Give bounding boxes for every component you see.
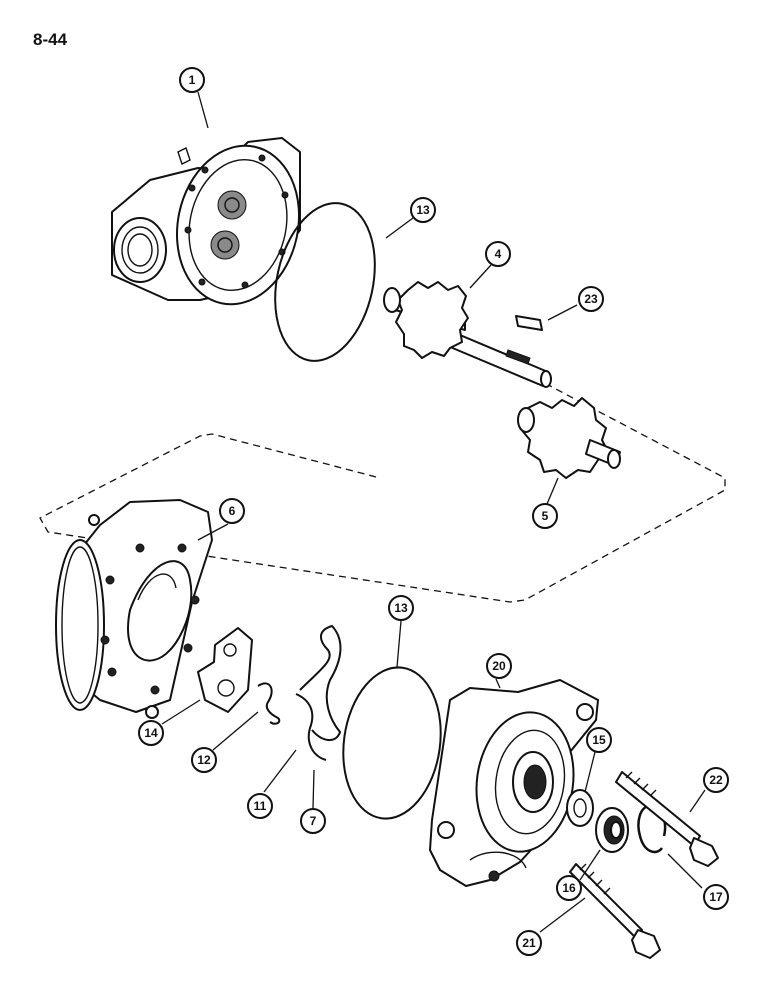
callout-14: 14 [138,720,164,746]
o-ring-part-13-lower [342,666,442,820]
svg-text:12: 12 [197,753,211,767]
svg-text:13: 13 [394,601,408,615]
callout-21: 21 [516,930,542,956]
bolt-part-21 [569,863,661,959]
svg-text:4: 4 [495,247,502,261]
svg-text:17: 17 [709,890,723,904]
svg-text:22: 22 [709,773,723,787]
svg-text:16: 16 [562,881,576,895]
callout-23: 23 [578,286,604,312]
pump-body-part-1 [111,137,301,306]
svg-text:21: 21 [522,936,536,950]
o-ring-part-13-upper [274,202,376,362]
gear-housing-part-6 [55,499,213,719]
mounting-flange-part-20 [429,679,599,887]
callout-13-lower: 13 [388,595,414,621]
shaft-seal-part-16 [595,807,629,853]
svg-text:20: 20 [492,659,506,673]
callout-16: 16 [556,875,582,901]
washer-part-15 [566,789,594,827]
callout-22: 22 [703,767,729,793]
assembly-group-outline [39,377,726,603]
driven-gear-part-5 [517,397,621,479]
svg-text:7: 7 [310,814,317,828]
callout-13-upper: 13 [410,197,436,223]
svg-text:13: 13 [416,203,430,217]
callout-11: 11 [247,793,273,819]
backup-gasket-part-11 [299,624,342,741]
svg-text:23: 23 [584,292,598,306]
seal-part-12 [257,682,281,725]
svg-text:5: 5 [542,509,549,523]
page-number: 8-44 [33,30,68,49]
svg-text:14: 14 [144,726,158,740]
callout-20: 20 [486,653,512,679]
callout-4: 4 [485,241,511,267]
svg-text:15: 15 [592,733,606,747]
callout-7: 7 [300,808,326,834]
leader-lines [161,91,706,933]
callout-1: 1 [179,67,205,93]
callout-12: 12 [191,747,217,773]
wear-plate-part-14 [197,627,253,713]
callout-5: 5 [532,503,558,529]
seal-part-7 [295,693,327,761]
callout-17: 17 [703,884,729,910]
callout-15: 15 [586,727,612,753]
svg-text:11: 11 [254,799,267,813]
key-part-23 [515,315,543,331]
svg-text:6: 6 [229,504,236,518]
svg-text:1: 1 [189,73,196,87]
callout-6: 6 [219,498,245,524]
bolt-part-22 [615,771,719,867]
drive-gear-shaft-part-4 [383,281,552,388]
